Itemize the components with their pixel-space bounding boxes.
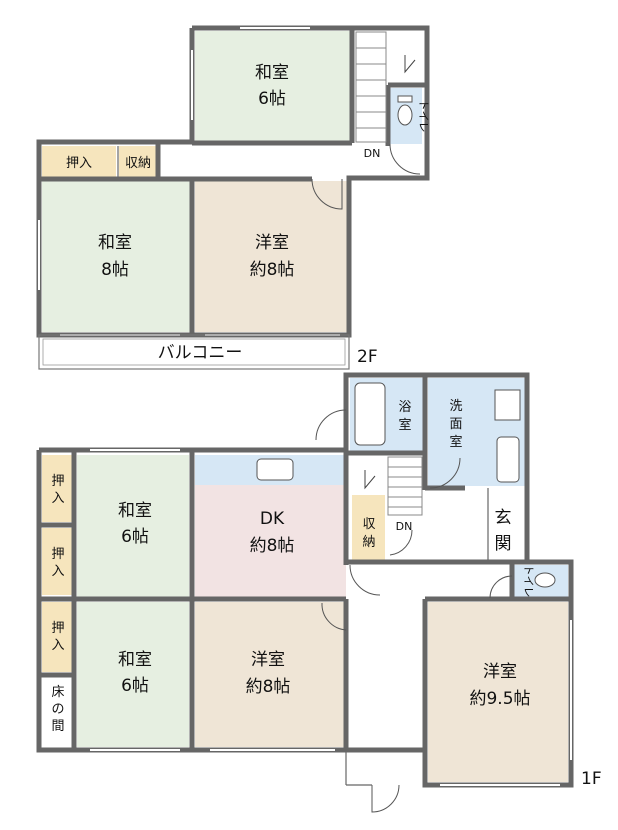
label-floor-1f: 1F xyxy=(581,769,602,789)
stairs-1f xyxy=(364,456,423,516)
label-toilet-2f: トイレ xyxy=(417,100,430,133)
room-youshitsu-8-2f xyxy=(195,181,349,332)
room-washitsu-6-2f xyxy=(195,31,350,143)
bathtub-fixture xyxy=(354,382,386,446)
label-washroom-line1: 洗 xyxy=(449,399,462,414)
label-oshiire-3-line1: 押 xyxy=(51,621,64,636)
label-youshitsu-8-1f-line2: 約8帖 xyxy=(246,677,291,697)
label-tokonoma-line2: の xyxy=(51,702,64,717)
label-washroom-line2: 面 xyxy=(449,417,462,432)
label-washitsu-8-2f-line1: 和室 xyxy=(98,233,132,253)
label-balcony: バルコニー xyxy=(158,343,243,363)
kitchen-sink-fixture xyxy=(256,458,294,481)
label-shuunou-2f: 収納 xyxy=(125,156,151,171)
label-genkan-line2: 関 xyxy=(495,534,512,554)
closet-shuunou-1f xyxy=(352,495,385,560)
closet-oshiire-2f xyxy=(42,146,116,178)
label-washitsu-6-2f-line2: 6帖 xyxy=(258,89,286,109)
washer-fixture xyxy=(496,436,520,483)
label-youshitsu-8-2f-line2: 約8帖 xyxy=(250,260,295,280)
label-stairs-dn-1f: DN xyxy=(396,520,413,533)
label-washitsu-upper-line1: 和室 xyxy=(118,501,152,521)
label-youshitsu-8-1f-line1: 洋室 xyxy=(251,650,285,670)
label-oshiire-1-line2: 入 xyxy=(51,491,64,506)
room-youshitsu-95-1f xyxy=(428,602,568,782)
door-youshitsu-2f xyxy=(311,178,343,210)
label-oshiire-2-line1: 押 xyxy=(51,547,64,562)
label-youshitsu-8-2f-line1: 洋室 xyxy=(255,233,289,253)
label-genkan-line1: 玄 xyxy=(495,508,512,528)
label-youshitsu-95-line2: 約9.5帖 xyxy=(469,689,530,709)
toilet-fixture-2f xyxy=(397,104,413,126)
label-shuunou-1f-line1: 収 xyxy=(362,517,375,532)
label-oshiire-2f: 押入 xyxy=(66,156,92,171)
label-washroom-line3: 室 xyxy=(449,434,462,450)
room-washitsu-8-2f xyxy=(42,181,190,332)
closet-shuunou-2f xyxy=(119,146,156,178)
stairs-2f xyxy=(355,31,416,143)
label-washitsu-lower-line2: 6帖 xyxy=(121,676,149,696)
label-toilet-1f: トイレ xyxy=(522,565,535,598)
label-washitsu-upper-line2: 6帖 xyxy=(121,527,149,547)
label-tokonoma-line1: 床 xyxy=(51,685,64,700)
room-washitsu-lower-1f xyxy=(77,602,189,747)
balcony-2f xyxy=(38,334,350,370)
label-tokonoma-line3: 間 xyxy=(51,719,64,734)
label-dk-line1: DK xyxy=(260,509,285,529)
label-washitsu-lower-line1: 和室 xyxy=(118,650,152,670)
label-shuunou-1f-line2: 納 xyxy=(362,535,375,550)
wash-sink-fixture xyxy=(494,389,521,421)
label-bath-line1: 浴 xyxy=(398,400,411,415)
label-youshitsu-95-line1: 洋室 xyxy=(483,662,517,682)
label-oshiire-1-line1: 押 xyxy=(51,474,64,489)
room-youshitsu-8-1f xyxy=(195,602,346,747)
label-oshiire-3-line2: 入 xyxy=(51,638,64,653)
label-washitsu-8-2f-line2: 8帖 xyxy=(101,260,129,280)
label-washitsu-6-2f-line1: 和室 xyxy=(255,63,289,83)
label-dk-line2: 約8帖 xyxy=(250,536,295,556)
label-floor-2f: 2F xyxy=(357,347,378,367)
label-oshiire-2-line2: 入 xyxy=(51,564,64,579)
room-washitsu-upper-1f xyxy=(77,455,189,597)
second-floor: 和室 6帖 和室 8帖 洋室 約8帖 押入 収納 トイレ DN バルコニー 2F xyxy=(36,25,430,370)
closet-oshiire-3-1f xyxy=(42,602,72,672)
closet-oshiire-1-1f xyxy=(42,455,72,522)
first-floor: 押 入 押 入 押 入 床 の 間 和室 6帖 和室 6帖 DK 約8帖 洋室 … xyxy=(36,372,602,813)
toilet-fixture-1f xyxy=(534,572,556,588)
label-bath-line2: 室 xyxy=(398,417,411,433)
label-stairs-dn-2f: DN xyxy=(364,147,381,160)
closet-oshiire-2-1f xyxy=(42,528,72,595)
